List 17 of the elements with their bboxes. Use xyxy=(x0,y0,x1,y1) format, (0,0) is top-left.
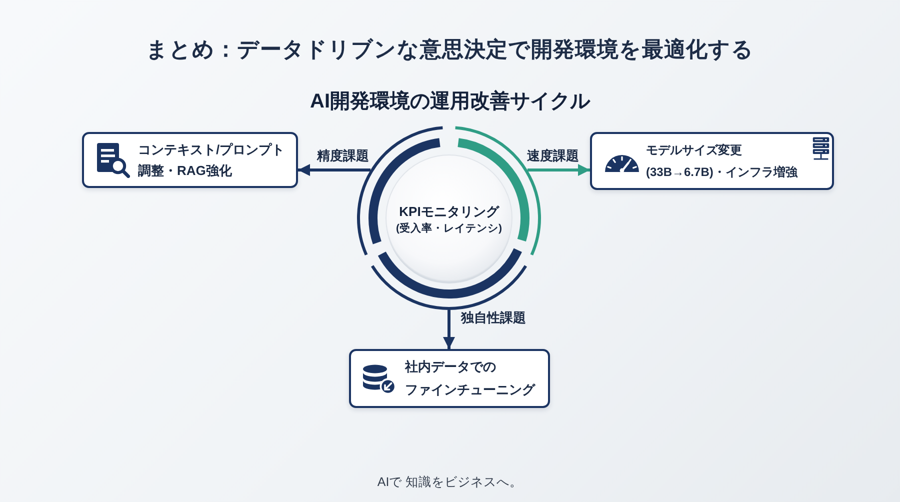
step-text: 社内データでのファインチューニング xyxy=(405,358,536,399)
edge-label: 速度課題 xyxy=(526,148,580,164)
process-box xyxy=(82,132,298,188)
arrow xyxy=(298,164,370,176)
node-sublabel: (受入率・レイテンシ) xyxy=(396,222,502,236)
process-box xyxy=(590,132,834,190)
node-label: KPIモニタリング xyxy=(399,204,499,220)
edge-label: 独自性課題 xyxy=(460,310,527,326)
tagline: AIで 知識をビジネスへ。 xyxy=(377,475,523,491)
subtitle: AI開発環境の運用改善サイクル xyxy=(310,90,590,114)
title: まとめ：データドリブンな意思決定で開発環境を最適化する xyxy=(146,36,754,64)
edge-label: 精度課題 xyxy=(316,148,370,164)
arrow xyxy=(528,164,590,176)
step-text: コンテキスト/プロンプト調整・RAG強化 xyxy=(138,141,286,180)
process-box xyxy=(349,349,550,408)
arrow xyxy=(443,310,455,349)
step-text: モデルサイズ変更(33B→6.7B)・インフラ増強 xyxy=(646,142,799,181)
